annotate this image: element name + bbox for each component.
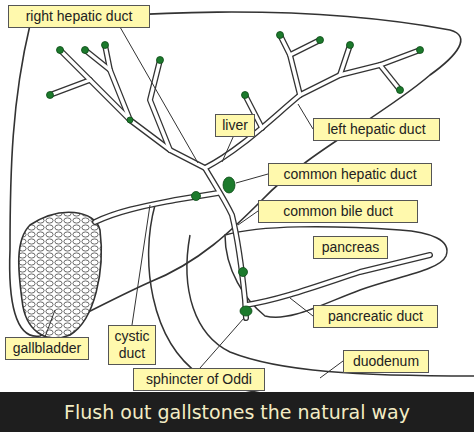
- label-box: gallbladder: [5, 337, 89, 360]
- label-text: liver: [220, 117, 250, 134]
- label-text: common bile duct: [263, 203, 413, 220]
- label-box: pancreatic duct: [313, 305, 438, 328]
- label-text: common hepatic duct: [273, 166, 427, 183]
- label-box: duodenum: [343, 350, 429, 373]
- gallbladder-shape: [19, 212, 102, 338]
- label-text: pancreas: [318, 239, 383, 256]
- duct-outline: [50, 35, 430, 318]
- label-text: right hepatic duct: [13, 8, 145, 25]
- label-text: left hepatic duct: [318, 121, 435, 138]
- label-box: right hepatic duct: [8, 5, 150, 28]
- label-text: duodenum: [348, 353, 424, 370]
- label-box: common bile duct: [258, 200, 418, 223]
- label-text: cystic duct: [113, 328, 151, 362]
- label-box: liver: [215, 114, 255, 137]
- label-text: sphincter of Oddi: [138, 371, 260, 388]
- label-box: sphincter of Oddi: [133, 368, 265, 391]
- caption: Flush out gallstones the natural way: [0, 392, 474, 432]
- duct-lumen: [50, 35, 430, 318]
- label-box: left hepatic duct: [313, 118, 440, 141]
- label-box: cystic duct: [108, 325, 156, 365]
- label-box: common hepatic duct: [268, 163, 432, 186]
- label-box: pancreas: [313, 236, 388, 259]
- label-text: gallbladder: [10, 340, 84, 357]
- label-text: pancreatic duct: [318, 308, 433, 325]
